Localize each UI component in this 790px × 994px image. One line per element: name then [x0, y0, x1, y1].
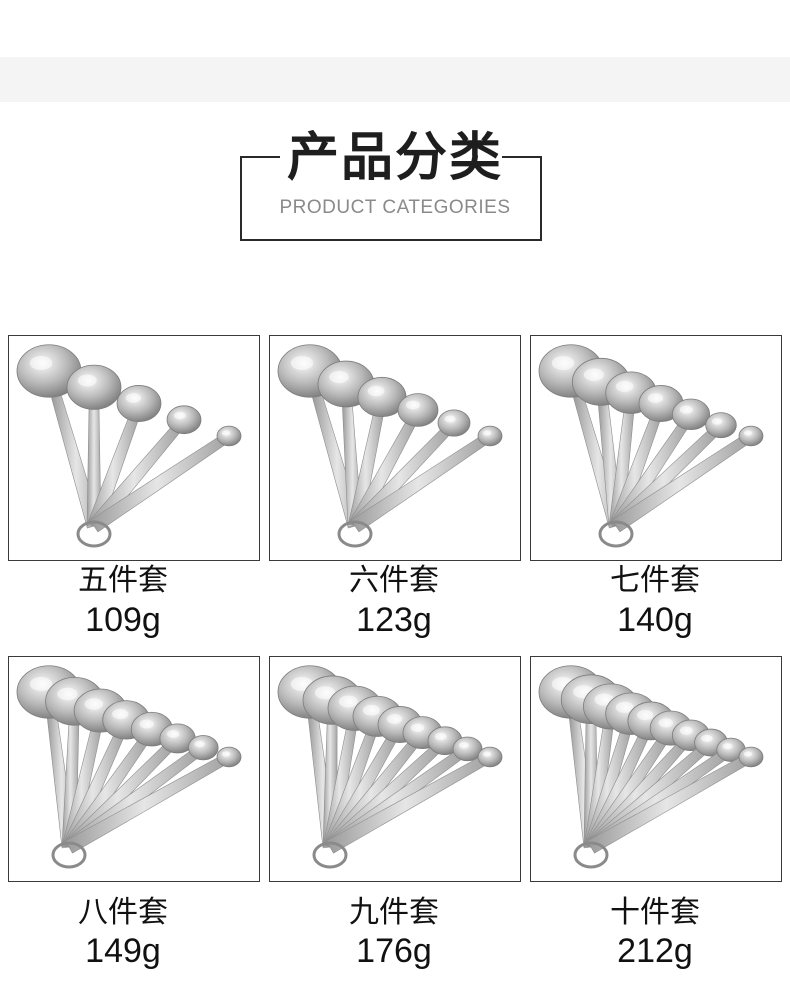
- product-image-card[interactable]: [269, 335, 521, 561]
- spoon-highlight: [482, 430, 492, 436]
- spoon-bowl: [738, 746, 764, 768]
- key-ring: [337, 520, 373, 548]
- spoon-highlight: [434, 732, 447, 741]
- spoon-bowl: [166, 405, 202, 435]
- spoon-highlight: [444, 415, 456, 423]
- spoon-bowl: [452, 736, 483, 762]
- product-weight: 140g: [617, 601, 693, 639]
- spoon-set-image: [16, 344, 242, 548]
- key-ring: [51, 841, 87, 869]
- spoon-bowl: [705, 412, 737, 439]
- section-subtitle: PRODUCT CATEGORIES: [279, 197, 511, 218]
- spoon-highlight: [711, 417, 723, 425]
- spoon-highlight: [194, 740, 205, 748]
- spoon-highlight: [701, 734, 713, 743]
- section-title: 产品分类: [286, 128, 503, 188]
- spoon-highlight: [658, 718, 674, 728]
- spoon-highlight: [551, 355, 575, 371]
- spoon-bowl: [116, 385, 162, 422]
- spoon-bowl: [397, 393, 439, 427]
- spoon-highlight: [615, 380, 634, 392]
- spoon-highlight: [743, 751, 753, 757]
- spoon-highlight: [615, 701, 634, 713]
- product-weight: 176g: [356, 932, 432, 970]
- spoon-bowl: [437, 409, 471, 437]
- spoon-highlight: [166, 730, 180, 738]
- spoon-highlight: [410, 723, 425, 733]
- product-name: 八件套: [78, 895, 168, 930]
- key-ring: [573, 841, 609, 869]
- spoon-highlight: [647, 393, 664, 403]
- spoon-highlight: [458, 742, 469, 749]
- key-ring: [312, 841, 348, 869]
- spoon-highlight: [367, 385, 385, 397]
- spoon-highlight: [290, 355, 314, 371]
- spoon-bowl: [188, 735, 219, 761]
- key-ring: [598, 520, 634, 548]
- product-image-card[interactable]: [8, 656, 260, 882]
- spoon-highlight: [743, 430, 753, 436]
- product-weight: 123g: [356, 601, 432, 639]
- spoon-highlight: [329, 370, 349, 384]
- top-banner-band: [0, 57, 790, 102]
- key-ring: [76, 520, 112, 548]
- product-name: 六件套: [349, 563, 439, 598]
- spoon-bowl: [477, 746, 503, 768]
- spoon-highlight: [679, 726, 693, 735]
- spoon-bowl: [671, 398, 711, 431]
- spoon-highlight: [173, 411, 186, 420]
- spoon-highlight: [679, 405, 693, 414]
- product-image-card[interactable]: [8, 335, 260, 561]
- spoon-highlight: [221, 751, 231, 757]
- spoon-bowl: [66, 364, 122, 410]
- product-image-card[interactable]: [530, 656, 782, 882]
- spoon-set-image: [16, 665, 242, 869]
- spoon-set-image: [538, 344, 764, 548]
- product-weight: 149g: [85, 932, 161, 970]
- spoon-highlight: [139, 719, 154, 729]
- spoon-highlight: [77, 374, 97, 387]
- product-name: 九件套: [349, 895, 439, 930]
- spoon-highlight: [362, 704, 380, 716]
- spoon-set-image: [538, 665, 764, 869]
- spoon-highlight: [29, 355, 53, 371]
- product-image-card[interactable]: [269, 656, 521, 882]
- spoon-highlight: [637, 710, 654, 721]
- spoon-bowl: [216, 746, 242, 768]
- product-weight: 212g: [617, 932, 693, 970]
- spoon-set-image: [277, 344, 503, 548]
- spoon-set-image: [277, 665, 503, 869]
- spoon-bowl: [477, 425, 503, 447]
- header-bracket-frame: [240, 156, 542, 241]
- spoon-highlight: [722, 743, 733, 750]
- spoon-highlight: [482, 751, 492, 757]
- spoon-highlight: [29, 676, 53, 692]
- spoon-bowl: [216, 425, 242, 447]
- spoon-highlight: [583, 368, 604, 381]
- spoon-highlight: [314, 686, 336, 700]
- spoon-highlight: [112, 708, 129, 720]
- spoon-highlight: [125, 393, 142, 403]
- spoon-highlight: [594, 693, 614, 706]
- spoon-highlight: [221, 430, 231, 436]
- spoon-highlight: [338, 695, 358, 708]
- spoon-bowl: [738, 425, 764, 447]
- product-image-card[interactable]: [530, 335, 782, 561]
- product-weight: 109g: [85, 601, 161, 639]
- spoon-highlight: [84, 698, 104, 710]
- spoon-highlight: [386, 714, 403, 724]
- spoon-highlight: [57, 687, 78, 701]
- product-name: 五件套: [78, 563, 168, 598]
- product-name: 七件套: [610, 563, 700, 598]
- spoon-highlight: [406, 400, 420, 410]
- product-name: 十件套: [610, 895, 700, 930]
